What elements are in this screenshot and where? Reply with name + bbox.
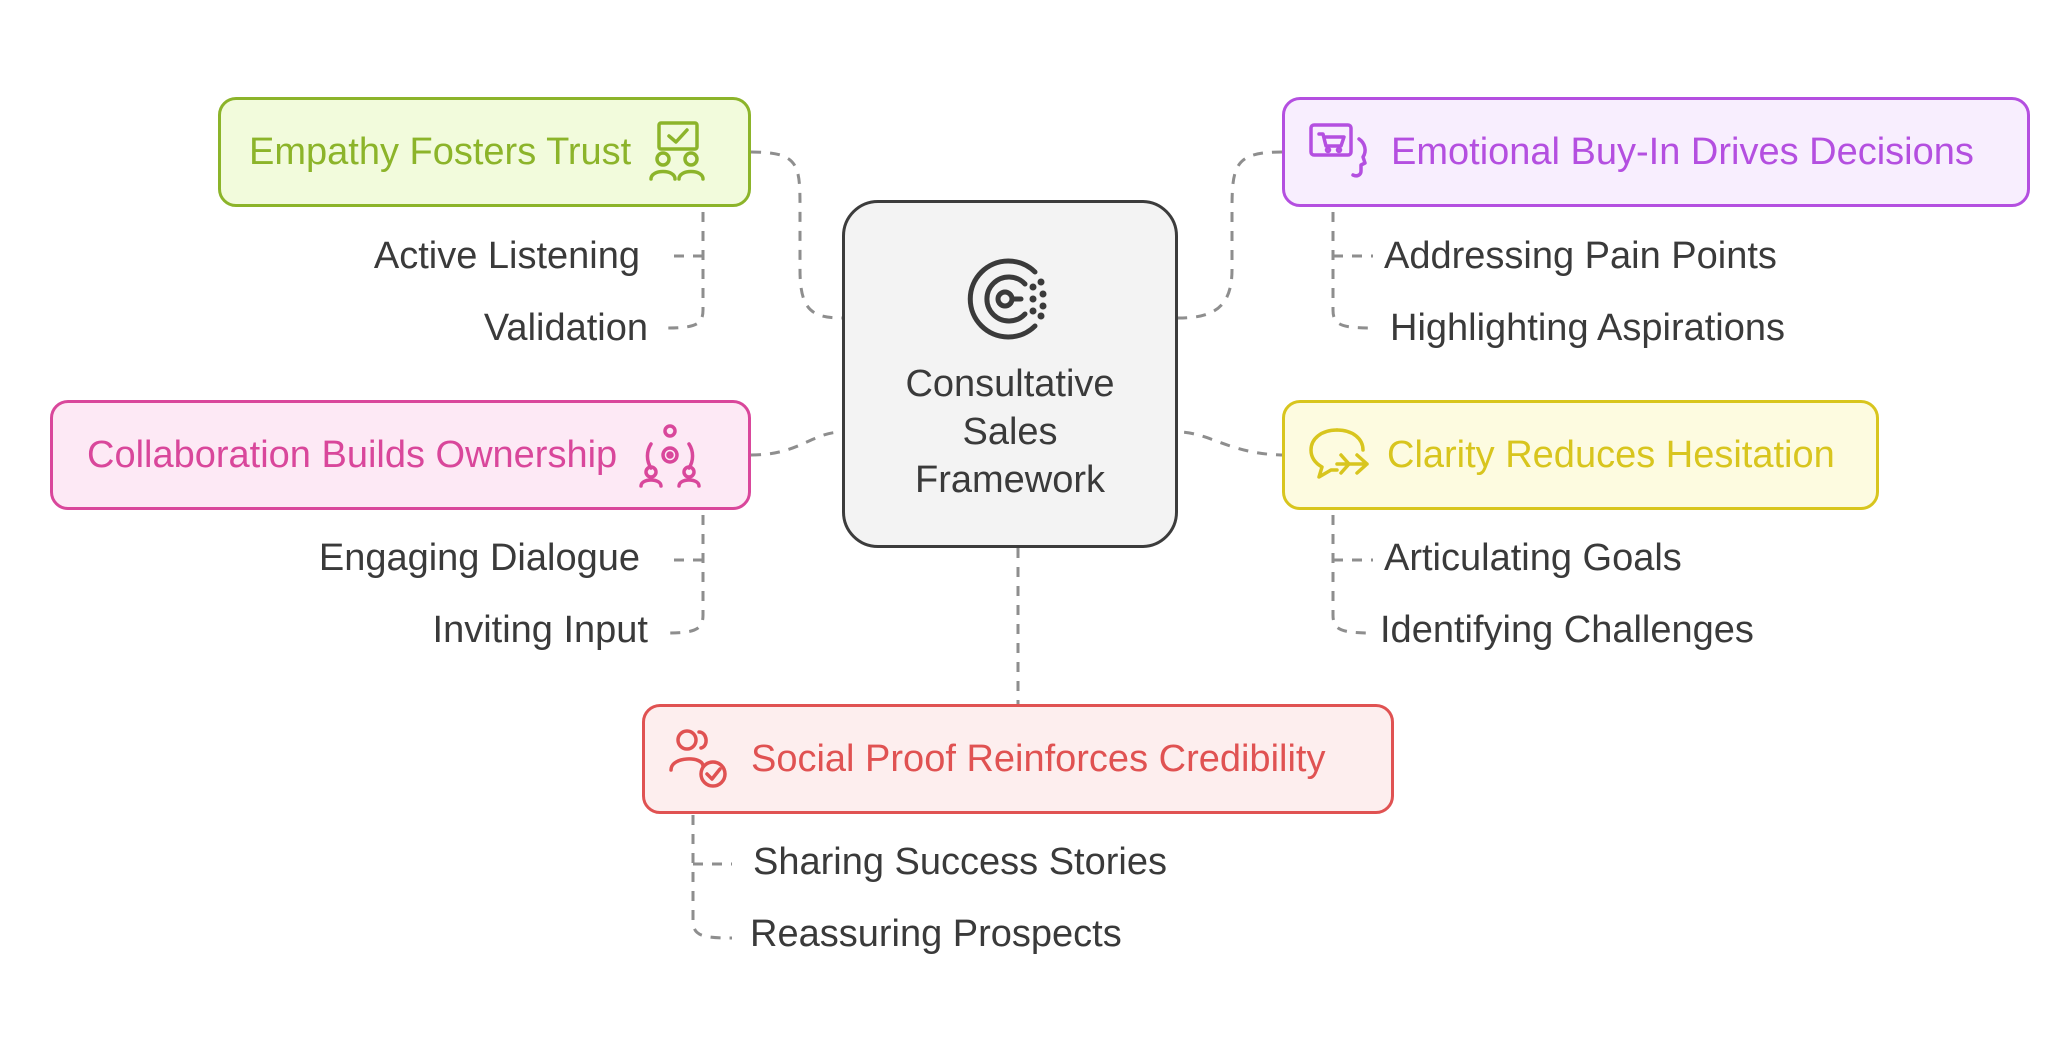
framework-icon <box>967 258 1047 340</box>
presentation-people-icon <box>649 121 705 181</box>
connector-empathy <box>750 150 843 320</box>
node-empathy[interactable]: Empathy Fosters Trust <box>218 97 751 207</box>
center-node: Consultative Sales Framework <box>842 200 1178 548</box>
emotional-item-pain-points: Addressing Pain Points <box>1384 235 1777 277</box>
users-check-icon <box>669 729 727 788</box>
node-empathy-title: Empathy Fosters Trust <box>249 130 632 173</box>
head-cart-icon <box>1309 123 1367 178</box>
speech-bubble-arrow-icon <box>1309 428 1369 479</box>
node-social[interactable]: Social Proof Reinforces Credibility <box>642 704 1394 814</box>
connector-emotional <box>1177 150 1283 320</box>
emotional-item-aspirations: Highlighting Aspirations <box>1390 307 1786 349</box>
node-emotional[interactable]: Emotional Buy-In Drives Decisions <box>1282 97 2030 207</box>
collaboration-item-engaging-dialogue: Engaging Dialogue <box>318 537 640 579</box>
social-item-success-stories: Sharing Success Stories <box>753 841 1167 883</box>
node-emotional-title: Emotional Buy-In Drives Decisions <box>1391 130 1974 173</box>
team-gear-icon <box>639 424 701 488</box>
collaboration-item-inviting-input: Inviting Input <box>432 609 648 651</box>
connector-clarity <box>1177 430 1287 457</box>
connector-social-items <box>691 815 733 940</box>
clarity-item-identifying-challenges: Identifying Challenges <box>1380 609 1754 651</box>
empathy-item-validation: Validation <box>483 307 648 349</box>
clarity-item-articulating-goals: Articulating Goals <box>1384 537 1682 579</box>
node-collaboration-title: Collaboration Builds Ownership <box>87 433 618 476</box>
connector-emotional-items <box>1331 193 1374 330</box>
node-clarity-title: Clarity Reduces Hesitation <box>1387 433 1835 476</box>
connector-clarity-items <box>1331 496 1374 635</box>
connector-collab-items <box>664 496 705 635</box>
empathy-item-active-listening: Active Listening <box>373 235 640 277</box>
node-clarity[interactable]: Clarity Reduces Hesitation <box>1282 400 1879 510</box>
connector-collaboration <box>750 430 843 457</box>
node-collaboration[interactable]: Collaboration Builds Ownership <box>50 400 751 510</box>
center-title: Consultative Sales Framework <box>905 363 1115 501</box>
social-item-reassuring-prospects: Reassuring Prospects <box>750 913 1122 955</box>
node-social-title: Social Proof Reinforces Credibility <box>751 737 1326 780</box>
connector-empathy-items <box>664 193 705 330</box>
